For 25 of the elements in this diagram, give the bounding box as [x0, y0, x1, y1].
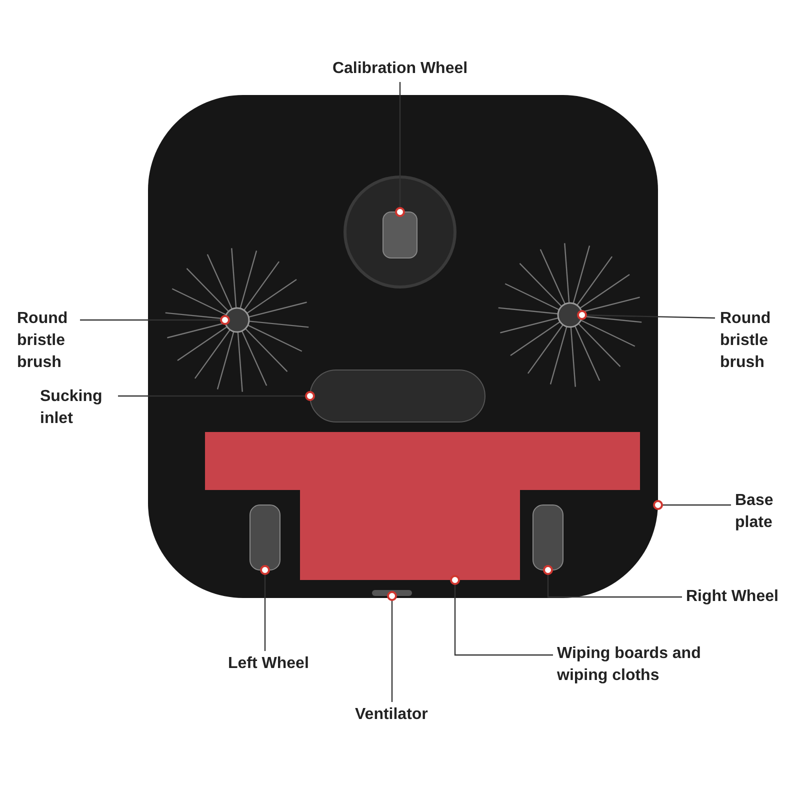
part-label: Right Wheel	[686, 586, 796, 608]
leader-line	[543, 565, 682, 598]
bristle-brush	[498, 243, 642, 387]
leader-line	[80, 315, 230, 325]
part-label: Base plate	[735, 490, 787, 534]
leader-line	[118, 391, 315, 401]
mop-cloth	[205, 432, 640, 580]
robot-body	[148, 95, 658, 598]
calibration-wheel	[382, 212, 418, 258]
part-label: Left Wheel	[228, 653, 328, 675]
leader-line	[260, 565, 270, 651]
wheel	[250, 504, 280, 570]
leader-line	[395, 82, 405, 217]
part-label: Calibration Wheel	[320, 58, 480, 80]
wheel	[532, 504, 564, 570]
part-label: Wiping boards and wiping cloths	[557, 643, 727, 687]
part-label: Round bristle brush	[17, 308, 81, 374]
leader-line	[387, 591, 397, 702]
leader-line	[450, 575, 553, 656]
leader-line	[577, 310, 716, 320]
part-label: Sucking inlet	[40, 386, 118, 430]
part-label: Ventilator	[355, 704, 455, 726]
leader-line	[653, 500, 731, 510]
bristle-brush	[165, 248, 309, 392]
part-label: Round bristle brush	[720, 308, 784, 374]
